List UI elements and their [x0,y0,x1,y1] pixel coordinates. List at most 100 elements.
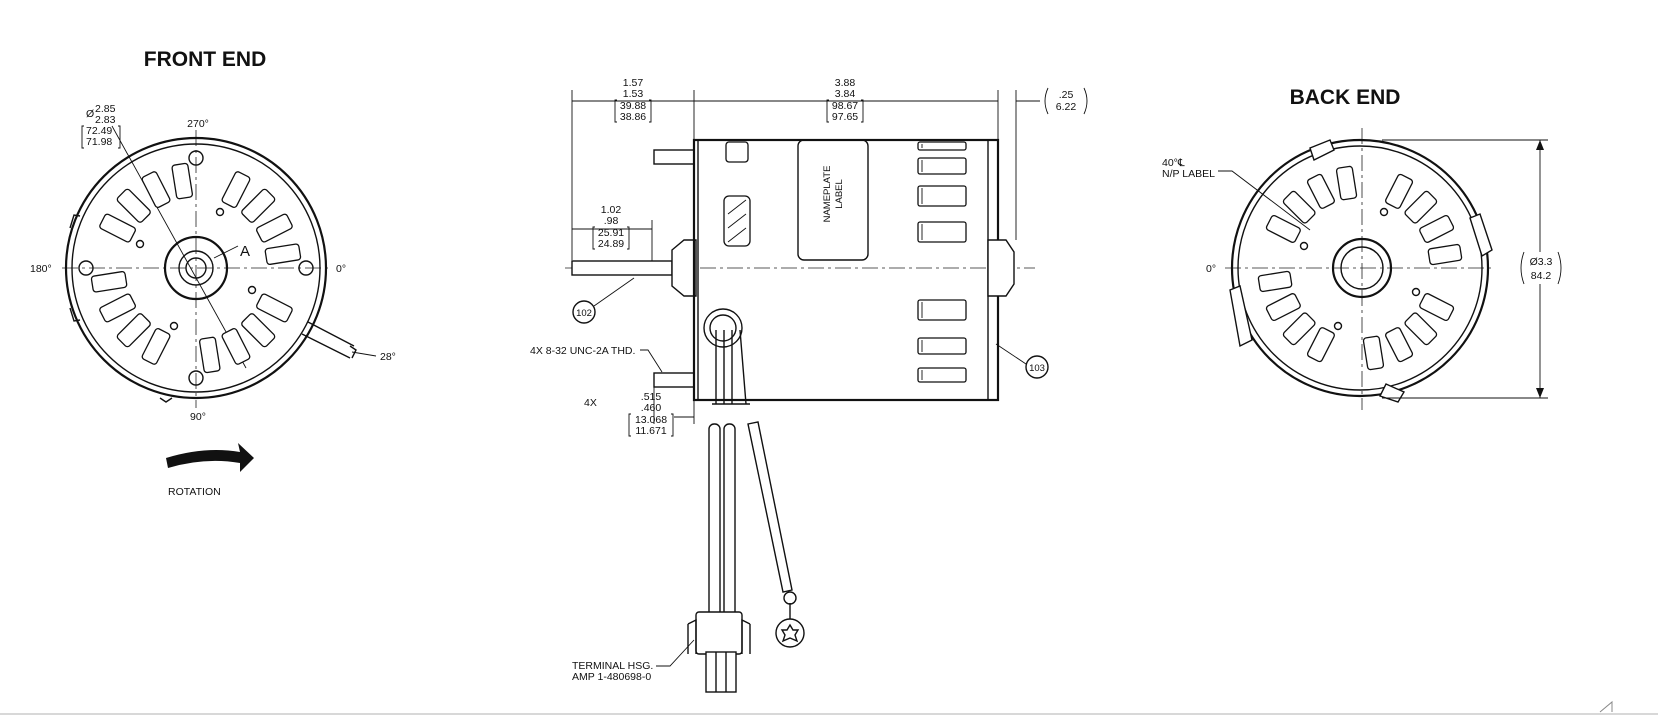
side-rear-boss [987,239,1015,297]
stud-dim-brackets [628,413,674,437]
side-shaft [571,260,673,276]
vent-slot [1419,214,1455,243]
side-nameplate [797,139,869,261]
back-small-hole-1 [1379,207,1389,217]
side-dim-body-1: 3.88 [835,77,856,89]
terminal-pin-lines [715,652,727,692]
vent-slot [1362,335,1385,371]
side-view: 1.57 1.53 39.88 38.86 3.88 3.84 98.67 97… [530,77,1088,693]
front-lead-leader [351,351,377,357]
vent-slot [1306,327,1335,363]
side-motor-body [692,138,1000,402]
back-tab-bottom [1379,383,1406,403]
front-angle-0: 0° [336,263,346,275]
side-dim-right-1: .25 [1059,89,1074,101]
stud-dim-mm-1: 13.068 [635,414,667,426]
side-nameplate-line-1: NAMEPLATE [822,166,833,223]
front-tabs [69,214,173,403]
vent-slot [1265,293,1301,322]
side-vent-slot [917,157,967,175]
vent-slot [256,213,293,243]
front-shaft-leader [213,245,239,259]
back-tab-top [1309,139,1335,161]
front-inner-ring [71,143,321,393]
front-hub-outer [163,235,229,301]
vent-slot [141,171,171,208]
back-vent-slots [1257,165,1463,371]
vent-slot [1385,173,1414,209]
terminal-note-1: TERMINAL HSG. [572,660,653,672]
vent-slot [116,188,151,223]
vent-slot [221,328,251,365]
thread-note-leader [640,349,663,373]
back-end-title: BACK END [1290,86,1401,109]
vent-slot [1335,165,1358,201]
front-small-hole-2 [135,239,145,249]
front-dia-lower: 2.83 [95,114,116,126]
corner-mark-icon [1599,700,1613,713]
back-angle-0: 0° [1206,263,1216,275]
back-np-leader [1218,170,1311,231]
front-end-view: FRONT END Ø 2.85 2.83 72.49 71.98 270° 9… [30,48,396,498]
vent-slot [1257,270,1293,293]
side-vent-slot [917,185,967,207]
vent-slot [99,213,136,243]
front-outer-ring [64,136,328,400]
side-vent-slot [917,337,967,355]
balloon-102-text: 102 [576,308,592,319]
vent-slot [1282,312,1316,346]
rotation-label: ROTATION [168,486,221,498]
side-dim-left-mm-1: 39.88 [620,100,646,112]
side-nameplate-text-group: NAMEPLATE LABEL [822,166,845,223]
terminal-pins [705,651,737,693]
front-angle-28: 28° [380,351,396,363]
side-dim-shaft-brackets [592,226,630,250]
side-vent-slot [917,367,967,383]
side-front-boss [671,239,697,297]
side-dim-left-brackets [614,99,652,123]
front-dia-mm-upper: 72.49 [86,125,112,137]
back-small-hole-3 [1411,287,1421,297]
side-dim-left-1: 1.57 [623,77,644,89]
vent-slot [1282,190,1316,224]
terminal-note-2: AMP 1-480698-0 [572,671,651,683]
front-small-hole-3 [247,285,257,295]
vent-slot [1265,214,1301,243]
side-dim-left-mm-2: 38.86 [620,111,646,123]
front-lead-exit [301,321,357,359]
front-end-title: FRONT END [144,48,267,71]
back-end-view: BACK END 40°℄ N/P LABEL 0° Ø3.3 84.2 [1162,86,1562,410]
ground-wire [747,421,793,593]
front-bolt-left [78,260,94,276]
vent-slot [90,270,128,293]
back-hub-inner [1340,246,1384,290]
side-stud-bottom [653,372,695,388]
rotation-arrow-icon [166,443,254,472]
front-small-hole-4 [169,321,179,331]
back-tab-left [1229,285,1253,348]
front-small-hole-1 [215,207,225,217]
balloon-103 [1025,355,1049,379]
back-hub-outer [1331,237,1393,299]
vent-slot [256,293,293,323]
back-outer-ring [1230,138,1490,398]
vent-slot [1404,190,1438,224]
front-dia-mm-lower: 71.98 [86,136,112,148]
front-hub-mid [178,250,214,286]
stud-qty: 4X [584,397,597,409]
front-dia-brackets [81,125,121,149]
side-dim-body-brackets [826,99,864,123]
side-slot-b-hatch [727,199,747,243]
vent-slot [264,243,302,266]
front-shaft [185,257,207,279]
terminal-note-leader [656,639,695,667]
side-dim-body-2: 3.84 [835,88,856,100]
vent-slot [1385,327,1414,363]
side-dim-shaft-mm-1: 25.91 [598,227,624,239]
side-nameplate-line-2: LABEL [834,179,845,209]
side-dim-shaft-mm-2: 24.89 [598,238,624,250]
vent-slot [99,293,136,323]
side-dim-body-mm-1: 98.67 [832,100,858,112]
back-small-hole-2 [1299,241,1309,251]
